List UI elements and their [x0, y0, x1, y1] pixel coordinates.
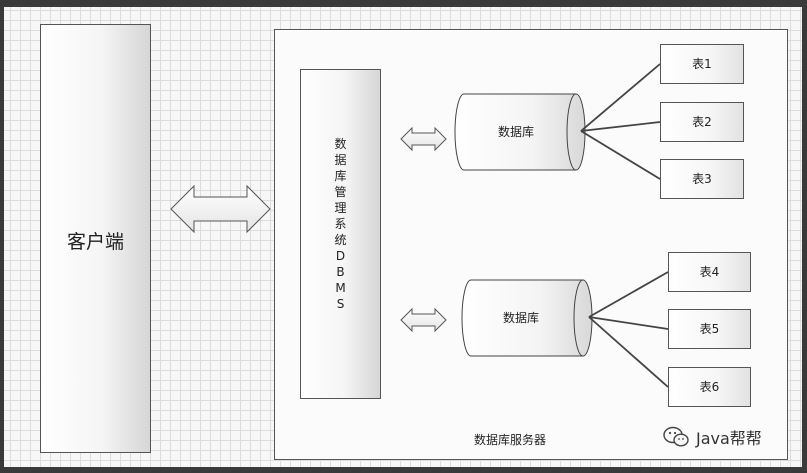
db2-table5-connector [588, 316, 669, 330]
window-frame-top [0, 0, 807, 7]
table-box-5: 表5 [668, 309, 751, 349]
table-box-1: 表1 [660, 44, 744, 84]
table-box-4: 表4 [668, 252, 751, 292]
db1-table3-connector [580, 130, 661, 180]
table-box-2: 表2 [660, 102, 744, 142]
table-box-6: 表6 [668, 367, 751, 407]
watermark-text: Java帮帮 [696, 429, 762, 448]
dbms-db2-double-arrow [400, 307, 447, 333]
client-label: 客户端 [66, 231, 124, 253]
wechat-icon [663, 426, 689, 447]
dbms-box: 数据库管理系统DBMS [300, 69, 381, 399]
db2-table4-connector [588, 271, 669, 318]
window-frame-left [0, 0, 4, 473]
dbms-db1-double-arrow [400, 126, 447, 152]
database-cylinder-2 [461, 279, 593, 357]
table-box-3: 表3 [660, 159, 744, 199]
db2-table6-connector [588, 316, 669, 388]
db1-table1-connector [580, 63, 661, 132]
database-cylinder-1 [454, 93, 586, 171]
window-frame-bottom [0, 467, 807, 473]
database-label-2: 数据库 [503, 311, 540, 325]
db1-table2-connector [580, 121, 661, 132]
database-label-1: 数据库 [498, 125, 535, 139]
database-server-label: 数据库服务器 [474, 433, 547, 447]
window-frame-right [802, 0, 807, 473]
client-box: 客户端 [40, 24, 151, 453]
client-dbms-double-arrow [170, 184, 271, 234]
dbms-label: 数据库管理系统DBMS [334, 137, 347, 311]
